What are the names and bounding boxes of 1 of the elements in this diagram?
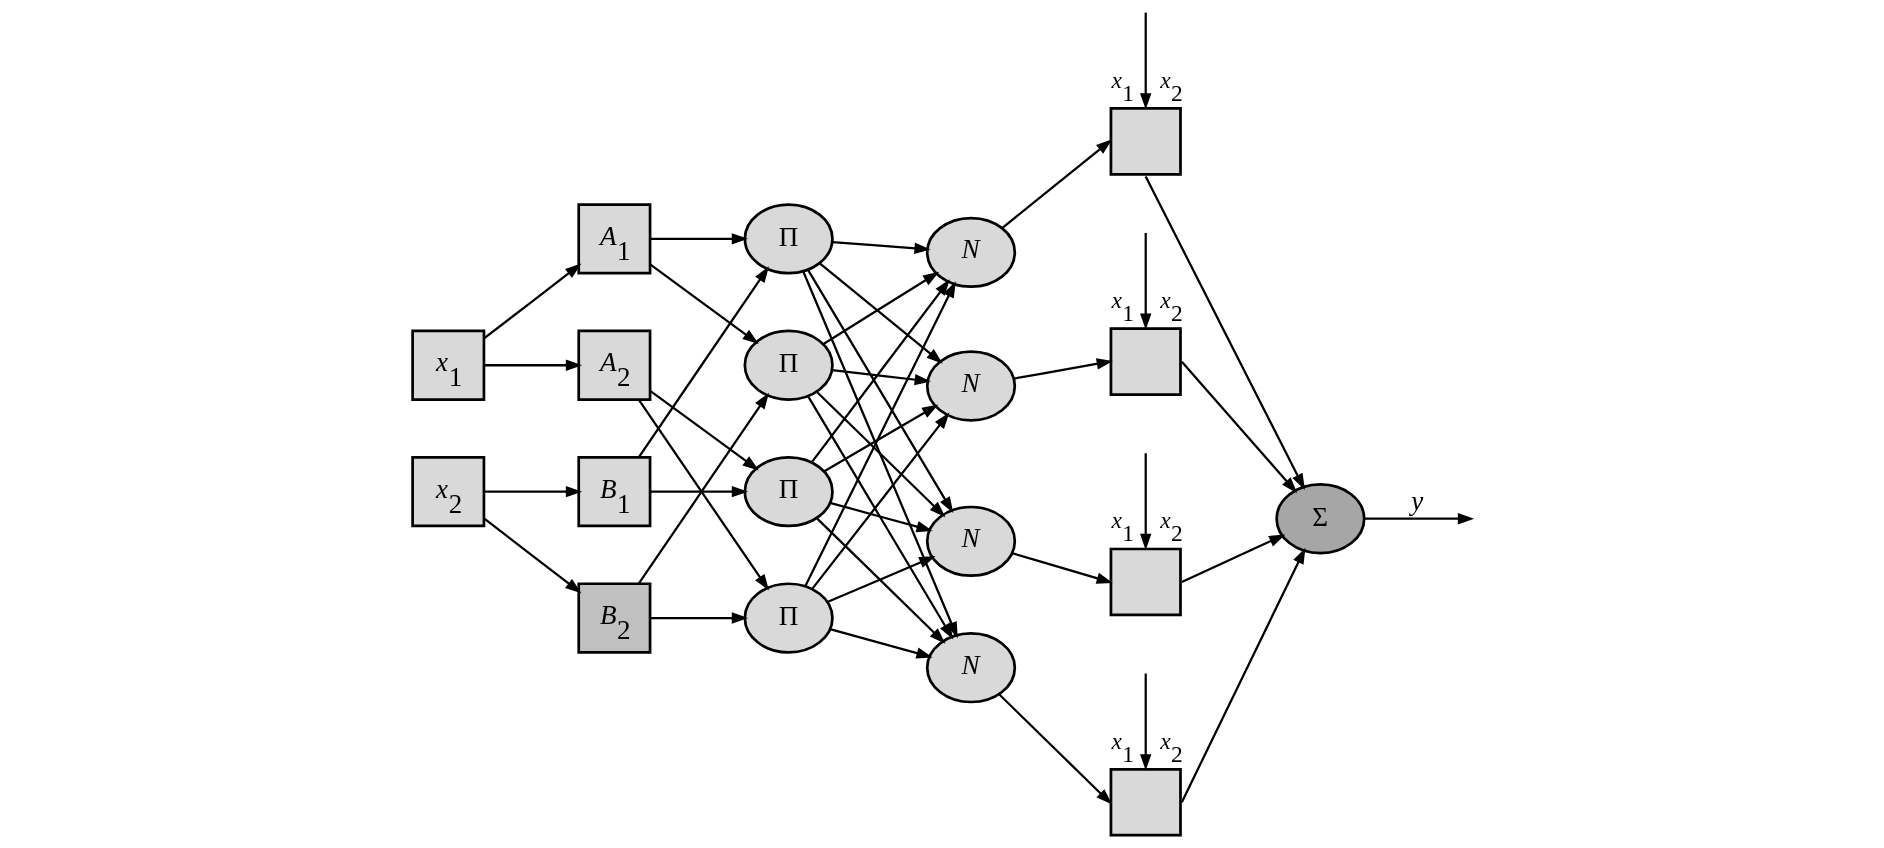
edge-label: y — [1411, 485, 1424, 516]
